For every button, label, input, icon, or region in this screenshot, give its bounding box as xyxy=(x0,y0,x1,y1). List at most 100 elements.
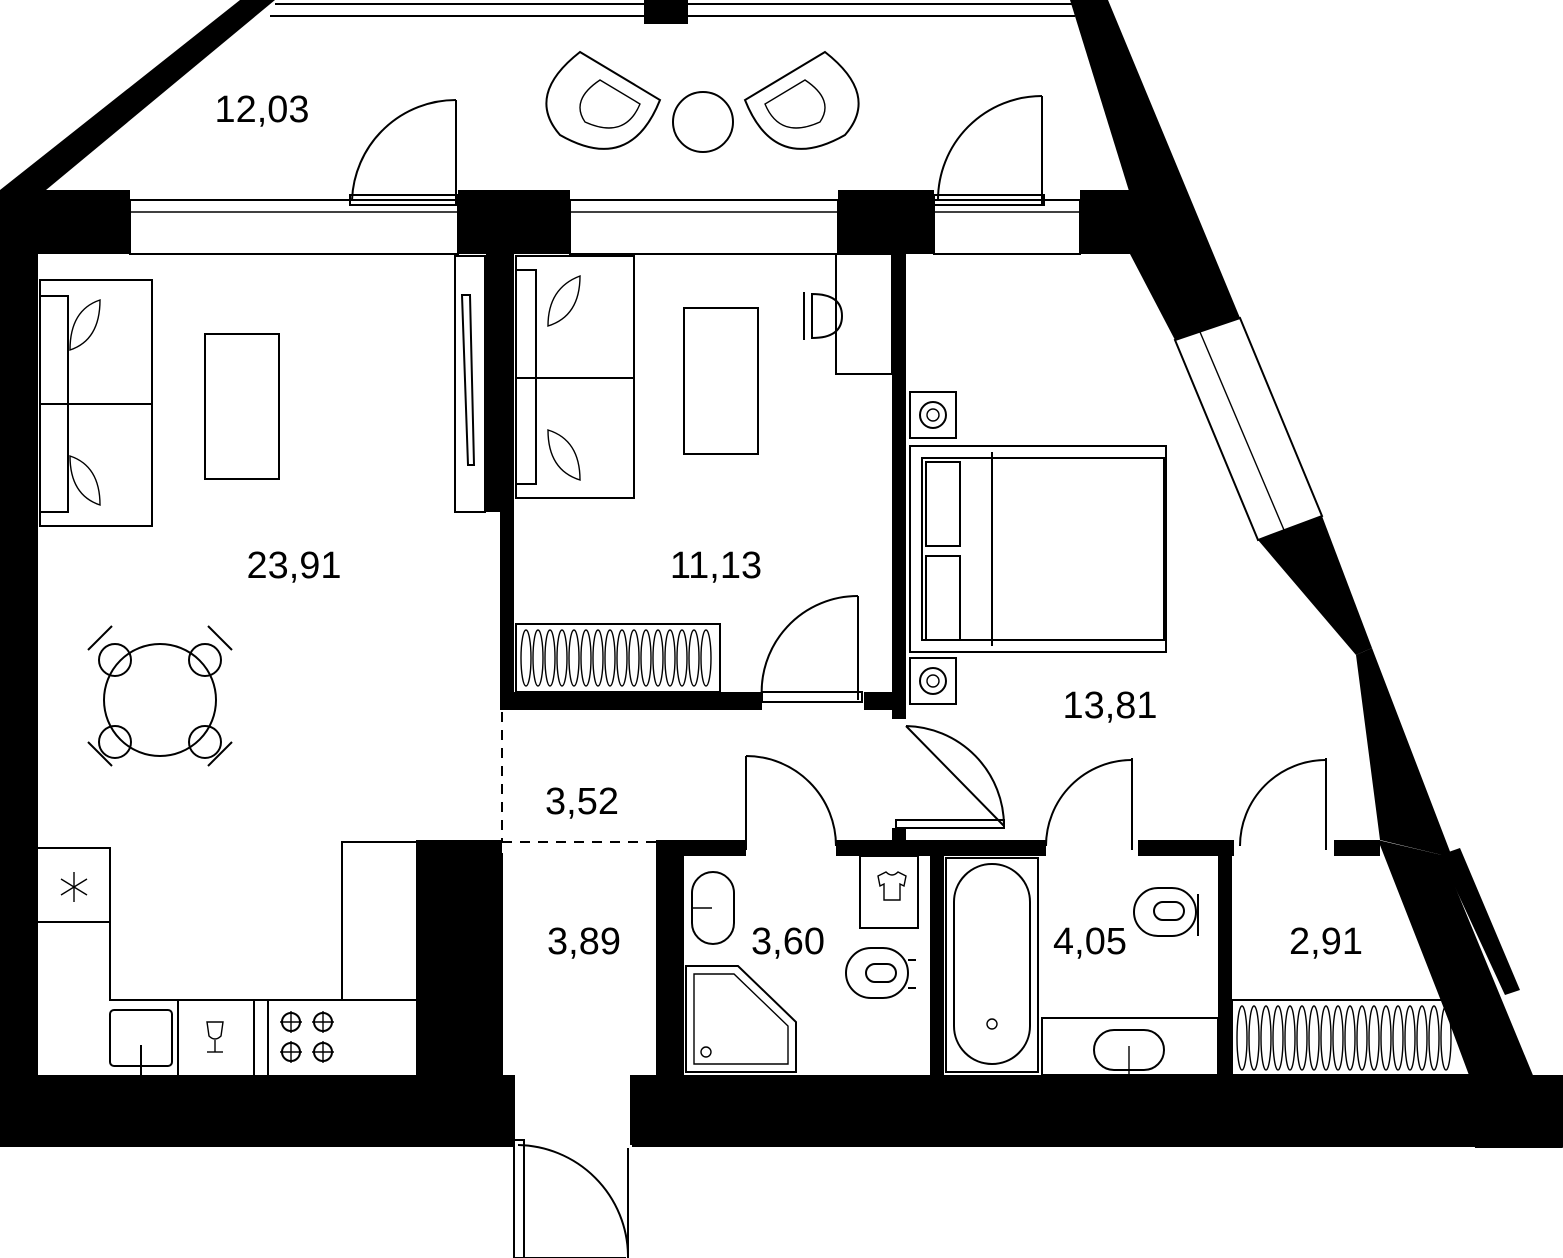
wall-right-diag-2 xyxy=(1258,516,1372,655)
wall-bath-right xyxy=(1218,840,1232,1075)
stove-icon xyxy=(280,1011,334,1063)
wall-entrance-right xyxy=(630,1075,656,1145)
radiator-fin xyxy=(1368,1005,1380,1071)
hanger xyxy=(435,1020,497,1032)
radiator-fin xyxy=(664,629,676,687)
chair-icon xyxy=(811,292,844,340)
hanger xyxy=(435,970,497,982)
radiator-fin xyxy=(520,629,532,687)
hanger xyxy=(435,1010,497,1022)
armchair-icon xyxy=(545,50,662,150)
zone-dividers xyxy=(501,712,656,843)
hanger xyxy=(435,950,497,962)
radiator-fin xyxy=(568,629,580,687)
wall-partition-1b xyxy=(500,254,514,710)
wall-bath-mid xyxy=(930,840,944,1075)
radiator-fin xyxy=(1344,1005,1356,1071)
snowflake-icon xyxy=(60,872,88,902)
radiator-fin xyxy=(1248,1005,1260,1071)
radiator-fin xyxy=(676,629,688,687)
walls xyxy=(0,0,1563,1148)
washbasin-icon xyxy=(1041,1017,1219,1076)
window-2 xyxy=(569,199,839,255)
radiator-fin xyxy=(1308,1005,1320,1071)
radiator-fin xyxy=(1236,1005,1248,1071)
radiator-fin xyxy=(616,629,628,687)
hanger xyxy=(435,1000,497,1012)
area-label-balcony: 12,03 xyxy=(214,89,309,131)
hanger xyxy=(435,930,497,942)
radiator-fin xyxy=(640,629,652,687)
radiator-fin xyxy=(604,629,616,687)
shower-icon xyxy=(685,965,797,1073)
radiator-fin xyxy=(1272,1005,1284,1071)
area-label-hallway: 3,52 xyxy=(545,781,619,823)
wall-left xyxy=(0,190,38,1145)
furniture xyxy=(38,50,1472,1077)
hanger xyxy=(435,980,497,992)
bed-icon xyxy=(909,445,1167,653)
sofa-icon xyxy=(515,255,635,499)
coffee-table-icon xyxy=(204,333,280,480)
wall-entrance-left xyxy=(500,1075,514,1145)
hanger xyxy=(435,890,497,902)
nightstand-icon xyxy=(909,657,957,705)
sofa-icon xyxy=(39,279,153,527)
hanger xyxy=(435,870,497,882)
wall-top-left xyxy=(0,190,130,254)
radiator-fin xyxy=(1392,1005,1404,1071)
area-label-storage: 2,91 xyxy=(1289,921,1363,963)
area-labels: 12,03 23,91 11,13 13,81 3,52 3,89 3,60 4… xyxy=(214,89,1363,963)
hanger xyxy=(435,1050,497,1062)
desk-icon xyxy=(683,307,759,455)
hanger xyxy=(435,860,497,872)
doors xyxy=(349,95,1327,1258)
wardrobe-icon xyxy=(429,853,503,1077)
wall-bath-top-3 xyxy=(1138,840,1234,856)
wall-bath-top-1 xyxy=(656,840,746,856)
area-label-bedroom-master: 13,81 xyxy=(1062,685,1157,727)
armchair-icon xyxy=(743,50,860,150)
washing-machine-icon xyxy=(859,855,919,929)
radiator-fin xyxy=(1320,1005,1332,1071)
nightstand-icon xyxy=(909,391,957,439)
area-label-bathroom-2: 4,05 xyxy=(1053,921,1127,963)
radiator-fin xyxy=(1380,1005,1392,1071)
radiator-fin xyxy=(1332,1005,1344,1071)
radiator-fin xyxy=(628,629,640,687)
wall-bath-top-4 xyxy=(1334,840,1380,856)
hanger xyxy=(435,920,497,932)
window-1 xyxy=(129,199,459,255)
radiator-fin xyxy=(700,629,712,687)
kitchen-counter xyxy=(38,841,416,1075)
hanger xyxy=(435,1040,497,1052)
radiator-fin xyxy=(1440,1005,1452,1071)
balcony-wall-left xyxy=(0,0,275,195)
area-label-bedroom-small: 11,13 xyxy=(670,545,762,587)
radiator-fin xyxy=(556,629,568,687)
radiator-icon xyxy=(1231,999,1472,1076)
radiator-fin xyxy=(580,629,592,687)
hanger xyxy=(435,900,497,912)
wall-bottom-left xyxy=(0,1075,515,1147)
area-label-bathroom-1: 3,60 xyxy=(751,921,825,963)
radiator-fin xyxy=(688,629,700,687)
wall-right-diag-5 xyxy=(1378,840,1563,1148)
hanger xyxy=(435,880,497,892)
radiator-fin xyxy=(544,629,556,687)
window-3 xyxy=(933,199,1081,255)
wall-partition-2 xyxy=(892,254,906,719)
wall-right-diag-4 xyxy=(1440,848,1520,995)
area-label-entrance: 3,89 xyxy=(547,921,621,963)
radiator-fin xyxy=(1416,1005,1428,1071)
hanger xyxy=(435,910,497,922)
wall-bedroom-bottom xyxy=(500,692,762,710)
radiator-fin xyxy=(592,629,604,687)
wall-top-pier-2 xyxy=(838,190,934,254)
radiator-icon xyxy=(515,623,721,693)
toilet-icon xyxy=(1133,887,1199,937)
dining-table-icon xyxy=(87,625,233,767)
radiator-fins xyxy=(435,629,1452,1072)
radiator-fin xyxy=(532,629,544,687)
